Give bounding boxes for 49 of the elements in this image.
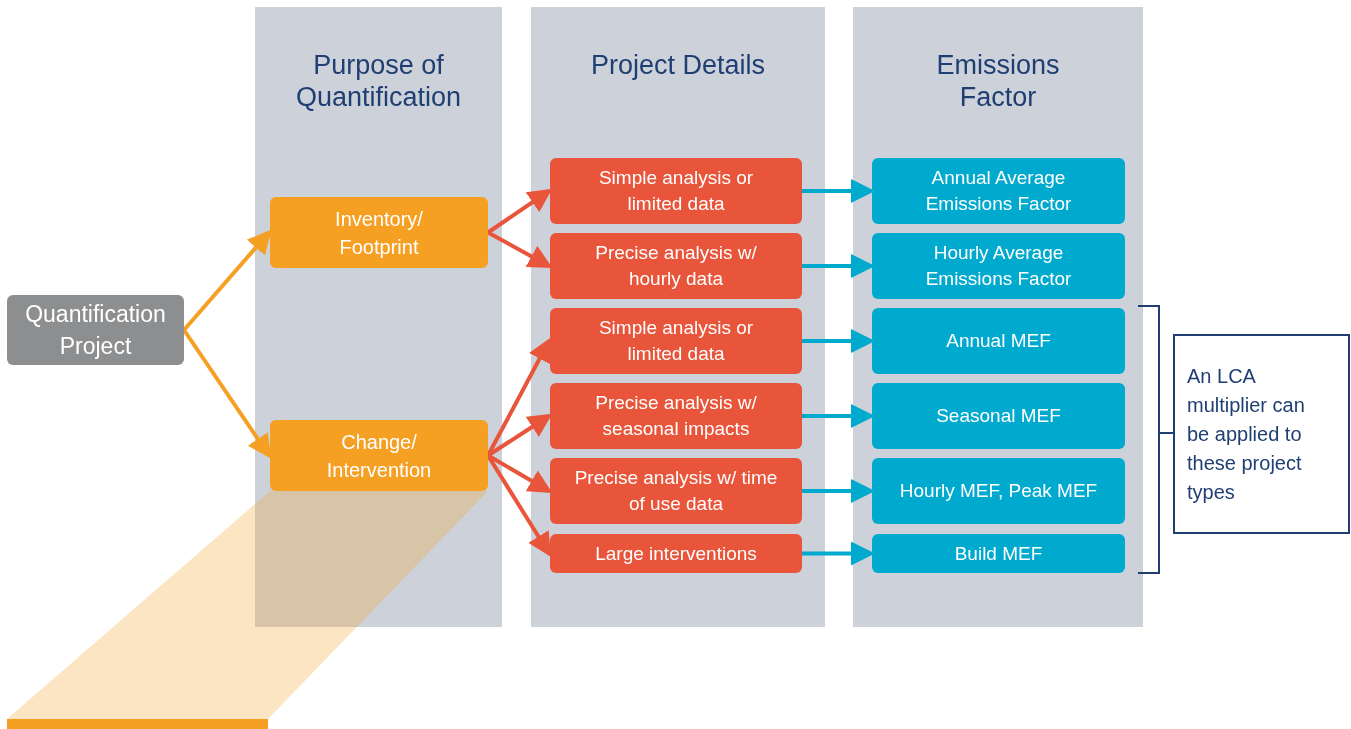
arrow	[182, 229, 272, 332]
node-text: Inventory/ Footprint	[334, 206, 424, 260]
column-heading: Purpose of Quantification	[294, 49, 463, 113]
node-text: Seasonal MEF	[936, 404, 1061, 428]
arrow	[802, 541, 875, 566]
arrow	[802, 479, 875, 503]
arrow	[486, 188, 553, 235]
column-band	[531, 7, 825, 627]
arrow	[802, 179, 875, 203]
factor-box	[872, 158, 1125, 224]
arrow	[802, 329, 875, 353]
node-text: Hourly MEF, Peak MEF	[899, 479, 1098, 503]
detail-box	[550, 534, 802, 573]
detail-box	[550, 458, 802, 524]
node-text: Precise analysis w/ time of use data	[573, 466, 779, 516]
arrow	[487, 453, 553, 493]
node-text: Hourly Average Emissions Factor	[924, 241, 1073, 291]
node-text: Build MEF	[954, 541, 1043, 566]
factor-box	[872, 383, 1125, 449]
purpose-box	[270, 420, 488, 491]
arrow	[182, 328, 272, 459]
arrow	[487, 230, 553, 268]
start-box	[7, 295, 184, 365]
node-text: Large interventions	[595, 541, 757, 566]
detail-box	[550, 308, 802, 374]
factor-box	[872, 308, 1125, 374]
arrow	[802, 254, 875, 278]
column-band	[853, 7, 1143, 627]
node-text: Annual Average Emissions Factor	[924, 166, 1073, 216]
detail-box	[550, 158, 802, 224]
factor-box	[872, 233, 1125, 299]
node-text: Precise analysis w/ seasonal impacts	[594, 391, 758, 441]
node-text: Precise analysis w/ hourly data	[594, 241, 758, 291]
node-text: Change/ Intervention	[325, 429, 433, 483]
detail-box	[550, 233, 802, 299]
node-text: Simple analysis or limited data	[597, 166, 755, 216]
node-text: Annual MEF	[946, 329, 1051, 353]
purpose-box	[270, 197, 488, 268]
node-text: Quantification Project	[24, 300, 167, 361]
node-text: Simple analysis or limited data	[597, 316, 755, 366]
arrow	[802, 404, 875, 428]
note-text: An LCA multiplier can be applied to these project types	[1187, 363, 1306, 505]
detail-box	[550, 383, 802, 449]
column-heading: Emissions Factor	[935, 49, 1061, 113]
column-heading: Project Details	[589, 49, 767, 81]
factor-box	[872, 534, 1125, 573]
column-band	[255, 7, 502, 627]
factor-box	[872, 458, 1125, 524]
note-box	[1173, 334, 1350, 534]
